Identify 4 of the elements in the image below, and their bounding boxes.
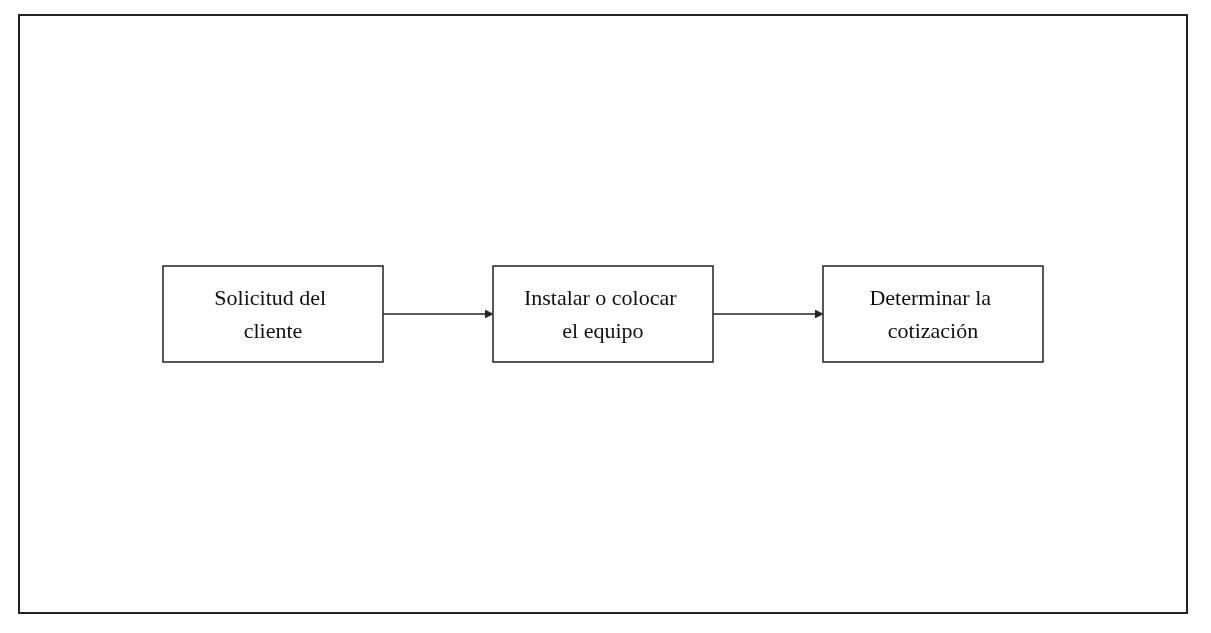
node-box: [162, 265, 384, 363]
node-box: [492, 265, 714, 363]
frame-border: Solicitud del cliente Instalar o colocar el equipo Determinar la cotización: [18, 14, 1188, 614]
node-box: [822, 265, 1044, 363]
